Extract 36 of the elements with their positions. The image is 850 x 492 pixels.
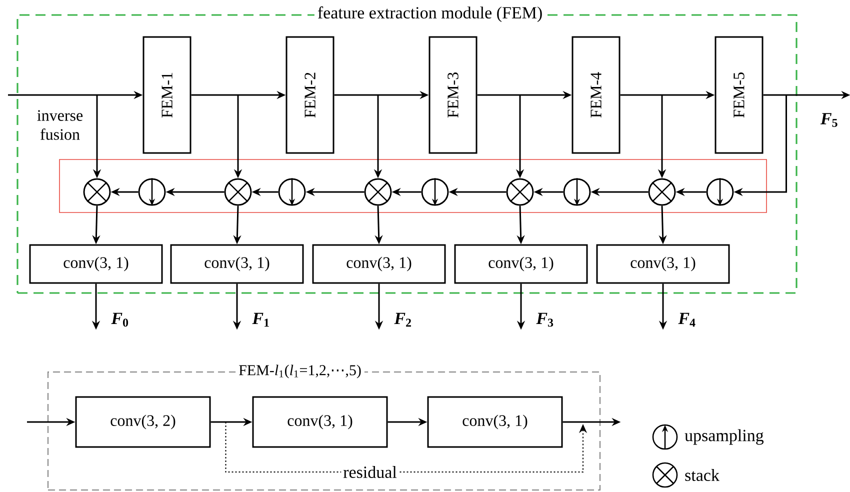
conv-box: conv(3, 1) [454, 244, 588, 284]
edge-label: F$_{4}$ [676, 310, 698, 329]
stack-symbol [224, 178, 252, 206]
edge-label: F$_{1}$ [250, 310, 272, 329]
fem-block: FEM-5 [714, 36, 764, 154]
upsampling-symbol [563, 178, 591, 206]
conv-box: conv(3, 1) [312, 244, 446, 284]
conv-box: conv(3, 1) [427, 396, 563, 448]
upsampling-symbol [138, 178, 166, 206]
conv-box: conv(3, 1) [596, 244, 730, 284]
stack-symbol [506, 178, 534, 206]
conv-box: conv(3, 1) [252, 396, 388, 448]
fusion-region-box [59, 159, 767, 213]
upsampling-symbol [706, 178, 734, 206]
fem-block: FEM-4 [572, 36, 620, 154]
upsampling-symbol [421, 178, 449, 206]
legend-text: stack [685, 469, 720, 481]
fem-block: FEM-2 [286, 36, 334, 154]
stack-symbol [364, 178, 392, 206]
conv-box: conv(3, 1) [170, 244, 304, 284]
conv-box: conv(3, 2) [75, 396, 211, 448]
stack-symbol [83, 178, 111, 206]
edge-label: F$_{3}$ [534, 310, 556, 329]
upsampling-symbol [278, 178, 306, 206]
edge-label: F$_{2}$ [392, 310, 414, 329]
module-title: FEM-l$_{1}$(l$_{1}$=1,2,⋯,5) [236, 362, 364, 382]
module-title: feature extraction module (FEM) [314, 3, 546, 25]
fem-block: FEM-1 [142, 36, 192, 154]
fem-block: FEM-3 [428, 36, 478, 154]
edge-label: residual [341, 464, 399, 480]
edge-label: F$_{5}$ [818, 111, 840, 129]
edge-label: F$_{0}$ [109, 310, 131, 329]
conv-box: conv(3, 1) [29, 244, 163, 284]
stack-symbol [648, 178, 676, 206]
legend-text: upsampling [684, 429, 764, 445]
note-label: inverse fusion [37, 110, 83, 140]
